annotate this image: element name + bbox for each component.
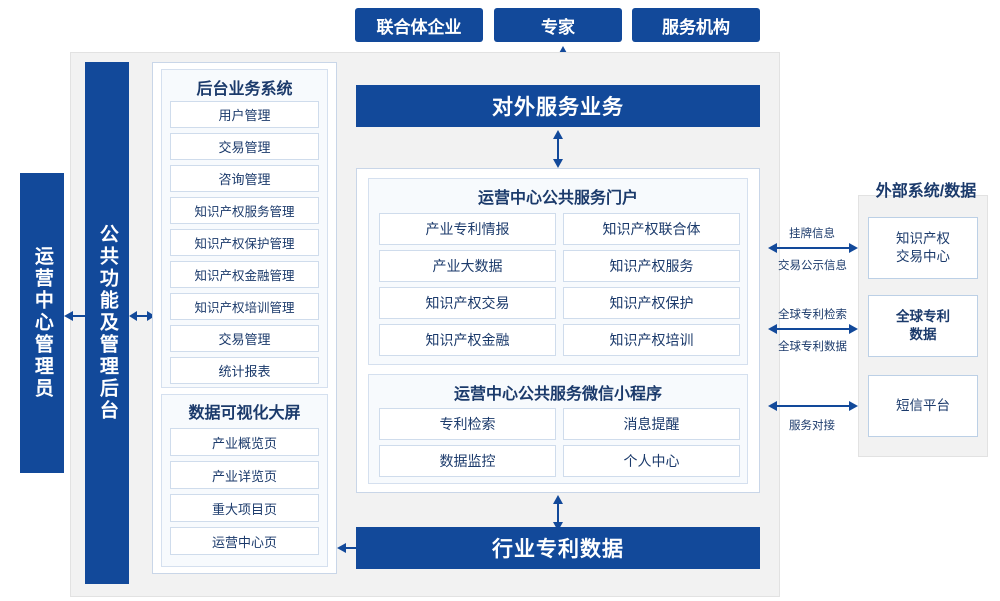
top-entity-1-label: 专家 — [541, 17, 575, 37]
portal-item-7[interactable]: 知识产权培训 — [563, 324, 740, 356]
miniprogram-title: 运营中心公共服务微信小程序 — [453, 386, 662, 403]
portal-item-6[interactable]: 知识产权金融 — [379, 324, 556, 356]
external-item-2[interactable]: 短信平台 — [868, 375, 978, 437]
common-functions-column: 公共功能及管理后台 — [85, 62, 129, 584]
portal-item-4[interactable]: 知识产权交易 — [379, 287, 556, 319]
external-link-label-4: 服务对接 — [789, 420, 835, 432]
portal-item-1[interactable]: 知识产权联合体 — [563, 213, 740, 245]
visualization-item-3[interactable]: 运营中心页 — [170, 527, 319, 555]
visualization-title: 数据可视化大屏 — [188, 405, 301, 422]
backend-item-4[interactable]: 知识产权保护管理 — [170, 229, 319, 256]
backend-system-title: 后台业务系统 — [196, 81, 293, 98]
portal-title: 运营中心公共服务门户 — [477, 190, 638, 207]
common-to-backend-arrow — [129, 311, 155, 321]
external-item-0[interactable]: 知识产权 交易中心 — [868, 217, 978, 279]
external-title: 外部系统/数据 — [875, 183, 977, 200]
miniprogram-item-2[interactable]: 数据监控 — [379, 445, 556, 477]
operator-column: 运营中心管理员 — [20, 173, 64, 473]
portal-item-3[interactable]: 知识产权服务 — [563, 250, 740, 282]
external-service-bar: 对外服务业务 — [356, 85, 760, 127]
industry-patent-data-bar: 行业专利数据 — [356, 527, 760, 569]
backend-item-3[interactable]: 知识产权服务管理 — [170, 197, 319, 224]
top-entity-1[interactable]: 专家 — [494, 8, 622, 42]
miniprogram-item-0[interactable]: 专利检索 — [379, 408, 556, 440]
portal-item-0[interactable]: 产业专利情报 — [379, 213, 556, 245]
visualization-item-1[interactable]: 产业详览页 — [170, 461, 319, 489]
external-link-arrow-2 — [768, 401, 858, 411]
top-entity-0[interactable]: 联合体企业 — [355, 8, 483, 42]
top-entity-2[interactable]: 服务机构 — [632, 8, 760, 42]
backend-item-6[interactable]: 知识产权培训管理 — [170, 293, 319, 320]
external-item-1[interactable]: 全球专利 数据 — [868, 295, 978, 357]
top-entity-2-label: 服务机构 — [662, 17, 730, 37]
external-link-arrow-1 — [768, 324, 858, 334]
top-entity-0-label: 联合体企业 — [376, 17, 462, 37]
portal-item-5[interactable]: 知识产权保护 — [563, 287, 740, 319]
external-link-label-0: 挂牌信息 — [789, 228, 835, 240]
service-to-portal-arrow — [553, 130, 563, 168]
backend-item-1[interactable]: 交易管理 — [170, 133, 319, 160]
external-link-label-1: 交易公示信息 — [778, 260, 847, 272]
visualization-item-0[interactable]: 产业概览页 — [170, 428, 319, 456]
external-link-label-3: 全球专利数据 — [778, 341, 847, 353]
backend-item-5[interactable]: 知识产权金融管理 — [170, 261, 319, 288]
backend-item-2[interactable]: 咨询管理 — [170, 165, 319, 192]
external-link-label-2: 全球专利检索 — [778, 309, 847, 321]
backend-item-7[interactable]: 交易管理 — [170, 325, 319, 352]
miniprogram-item-1[interactable]: 消息提醒 — [563, 408, 740, 440]
portal-item-2[interactable]: 产业大数据 — [379, 250, 556, 282]
backend-item-8[interactable]: 统计报表 — [170, 357, 319, 384]
common-functions-label: 公共功能及管理后台 — [96, 224, 118, 422]
operator-label: 运营中心管理员 — [31, 246, 53, 400]
miniprogram-item-3[interactable]: 个人中心 — [563, 445, 740, 477]
portal-to-data-arrow — [553, 495, 563, 531]
external-link-arrow-0 — [768, 243, 858, 253]
backend-item-0[interactable]: 用户管理 — [170, 101, 319, 128]
visualization-item-2[interactable]: 重大项目页 — [170, 494, 319, 522]
